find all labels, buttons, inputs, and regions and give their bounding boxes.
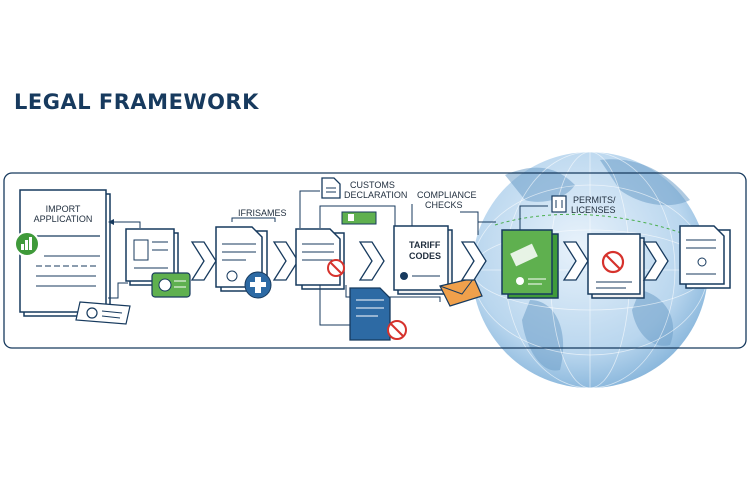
green-tag-icon — [341, 211, 377, 225]
prohibited-icon — [387, 320, 407, 340]
permits-label-1: PERMITS/ — [573, 195, 616, 205]
chevron-right-icon — [562, 241, 589, 281]
tariff-label-1: TARIFF — [409, 240, 441, 250]
chevron-right-icon — [460, 241, 487, 281]
id-card-icon — [151, 272, 191, 298]
prohibited-icon — [601, 250, 625, 274]
permit-document — [587, 233, 645, 299]
tariff-label-2: CODES — [409, 251, 441, 261]
approved-document — [501, 229, 559, 299]
customs-label-2: DECLARATION — [344, 190, 407, 200]
tariff-codes-box — [393, 225, 453, 295]
customs-label-1: CUSTOMS — [350, 180, 395, 190]
compliance-label-1: COMPLIANCE — [417, 190, 477, 200]
import-application-label-1: IMPORT — [46, 204, 81, 214]
compliance-label-2: CHECKS — [425, 200, 463, 210]
prohibited-icon — [327, 259, 345, 277]
passport-card-icon — [75, 301, 131, 325]
cross-shield-icon — [244, 271, 272, 299]
final-document — [679, 225, 731, 289]
restricted-document — [295, 228, 345, 290]
chevron-right-icon — [358, 241, 385, 281]
process-frame — [3, 172, 747, 349]
page-title: LEGAL FRAMEWORK — [14, 90, 259, 114]
trash-icon — [551, 195, 567, 213]
envelope-icon — [439, 277, 483, 307]
blue-document — [349, 287, 391, 341]
arrow-head-icon — [108, 219, 114, 225]
import-application-label-2: APPLICATION — [34, 214, 93, 224]
ifrisames-label: IFRISAMES — [238, 208, 287, 218]
permits-label-2: LICENSES — [571, 205, 616, 215]
chevron-right-icon — [642, 241, 669, 281]
chevron-right-icon — [190, 241, 217, 281]
chart-badge-icon — [14, 231, 40, 257]
chevron-right-icon — [272, 241, 299, 281]
customs-declaration-icon — [321, 177, 341, 199]
